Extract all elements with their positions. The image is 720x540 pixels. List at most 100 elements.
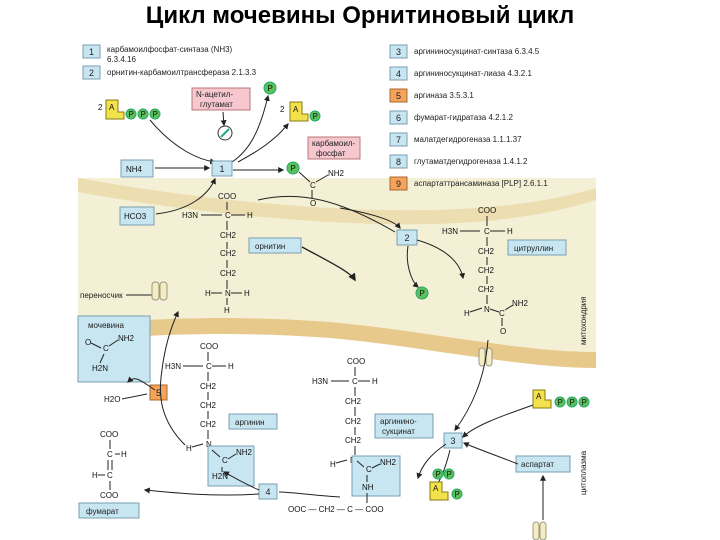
svg-text:CH2: CH2 [478, 266, 495, 275]
aspartate-label: аспартат [515, 455, 571, 473]
svg-text:H: H [247, 211, 253, 220]
svg-text:H3N: H3N [312, 377, 328, 386]
svg-text:N: N [206, 440, 212, 449]
svg-text:A: A [433, 484, 439, 493]
svg-text:O: O [500, 327, 506, 336]
svg-text:HCO3: HCO3 [124, 212, 147, 221]
svg-text:H: H [244, 289, 250, 298]
svg-text:P: P [570, 398, 575, 407]
svg-text:CH2: CH2 [200, 420, 217, 429]
svg-text:CH2: CH2 [345, 397, 362, 406]
svg-text:H: H [224, 306, 230, 315]
svg-text:орнитин: орнитин [255, 242, 285, 251]
svg-text:COO: COO [347, 357, 365, 366]
water: H2O [104, 395, 120, 404]
fumarate-structure: COO C H H C COO [92, 430, 127, 500]
svg-text:3: 3 [450, 436, 455, 446]
svg-text:2: 2 [404, 233, 409, 243]
legend-left: 1 карбамоилфосфат-синтаза (NH3) 6.3.4.16… [82, 44, 257, 80]
svg-text:аргининосукцинат-синтаза 6.3.4: аргининосукцинат-синтаза 6.3.4.5 [414, 47, 540, 56]
svg-text:A: A [109, 103, 115, 112]
adp-right: 2 A P P [263, 81, 321, 122]
svg-text:P: P [558, 398, 563, 407]
svg-text:P: P [153, 110, 158, 119]
svg-text:цитруллин: цитруллин [514, 244, 553, 253]
svg-text:C: C [310, 181, 316, 190]
mitochondria-membrane [78, 318, 596, 368]
svg-text:H: H [121, 450, 127, 459]
svg-text:орнитин-карбамоилтрансфераза 2: орнитин-карбамоилтрансфераза 2.1.3.3 [107, 68, 257, 77]
svg-text:COO: COO [100, 491, 118, 500]
aspartate-transporter [532, 521, 547, 540]
svg-text:5: 5 [156, 388, 161, 398]
svg-text:2: 2 [89, 68, 94, 78]
svg-text:2: 2 [98, 103, 103, 112]
svg-text:мочевина: мочевина [88, 321, 125, 330]
svg-text:4: 4 [396, 69, 401, 79]
svg-text:H: H [92, 471, 98, 480]
svg-text:P: P [141, 110, 146, 119]
svg-text:C: C [107, 450, 113, 459]
svg-text:P: P [455, 490, 460, 499]
svg-text:P: P [313, 112, 318, 121]
enzyme-2: 2 [396, 229, 418, 246]
svg-text:5: 5 [396, 91, 401, 101]
svg-text:карбамоилфосфат-синтаза (NH3): карбамоилфосфат-синтаза (NH3) [107, 45, 233, 54]
svg-text:CH2: CH2 [200, 401, 217, 410]
arginine-structure: COO H3N C H CH2 CH2 CH2 H N C NH2 H2N [165, 342, 255, 487]
svg-text:H: H [186, 444, 192, 453]
svg-text:3: 3 [396, 47, 401, 57]
svg-text:C: C [484, 227, 490, 236]
legend-right: 3 аргининосукцинат-синтаза 6.3.4.5 4 арг… [389, 44, 548, 191]
svg-text:малатдегидрогеназа 1.1.1.37: малатдегидрогеназа 1.1.1.37 [414, 135, 522, 144]
amp-ppi: P P A P [429, 468, 463, 501]
svg-text:COO: COO [100, 430, 118, 439]
argininosuccinate-label: аргинино- сукцинат [374, 413, 434, 439]
urea-box: мочевина O C NH2 H2N [77, 315, 151, 383]
svg-text:2: 2 [280, 105, 285, 114]
acetylglutamate-box: N-ацетил- глутамат [191, 87, 251, 111]
svg-text:H: H [372, 377, 378, 386]
svg-text:CH2: CH2 [220, 269, 237, 278]
svg-text:C: C [103, 344, 109, 353]
svg-text:P: P [291, 164, 296, 173]
svg-text:P: P [447, 470, 452, 479]
svg-text:6: 6 [396, 113, 401, 123]
svg-text:аспартат: аспартат [521, 460, 554, 469]
svg-text:CH2: CH2 [220, 249, 237, 258]
svg-text:C: C [366, 465, 372, 474]
svg-text:N: N [225, 289, 231, 298]
svg-text:H: H [464, 309, 470, 318]
svg-text:сукцинат: сукцинат [382, 427, 415, 436]
svg-text:аргининосукцинат-лиаза 4.3.2.1: аргининосукцинат-лиаза 4.3.2.1 [414, 69, 532, 78]
citrulline-label: цитруллин [507, 239, 567, 256]
hco3-box: HCO3 [119, 206, 155, 226]
page-title: Цикл мочевины Орнитиновый цикл [145, 2, 575, 29]
svg-text:аргиназа 3.5.3.1: аргиназа 3.5.3.1 [414, 91, 474, 100]
nh4-box: NH4 [120, 159, 154, 178]
svg-text:4: 4 [265, 487, 270, 497]
svg-text:фумарат-гидратаза 4.2.1.2: фумарат-гидратаза 4.2.1.2 [414, 113, 513, 122]
svg-text:H3N: H3N [442, 227, 458, 236]
svg-text:NH2: NH2 [328, 169, 345, 178]
svg-text:P: P [582, 398, 587, 407]
cytoplasm-label: цитоплазма [579, 450, 588, 495]
svg-text:H: H [330, 460, 336, 469]
arginine-label: аргинин [228, 413, 278, 430]
svg-text:C: C [107, 471, 113, 480]
svg-text:аспартаттрансаминаза [PLP] 2.6: аспартаттрансаминаза [PLP] 2.6.1.1 [414, 179, 548, 188]
succinate-chain: OOC — CH2 — C — COO [288, 505, 384, 514]
carrier-channel [151, 281, 168, 301]
svg-text:CH2: CH2 [200, 382, 217, 391]
argininosuccinate-structure: COO H3N C H CH2 CH2 CH2 H N C NH2 NH [312, 357, 401, 503]
atp-cytoplasm: A P P P [532, 389, 590, 409]
carbamoylphosphate-box: карбамоил- фосфат [307, 136, 361, 160]
enzyme-4: 4 [258, 483, 278, 500]
outer-membrane [78, 178, 596, 225]
svg-text:NH4: NH4 [126, 165, 143, 174]
carrier-label: переносчик [80, 291, 123, 300]
svg-text:H2N: H2N [212, 472, 228, 481]
carbamoylphosphate-structure: P C NH2 O [286, 161, 345, 208]
svg-text:NH2: NH2 [512, 299, 529, 308]
